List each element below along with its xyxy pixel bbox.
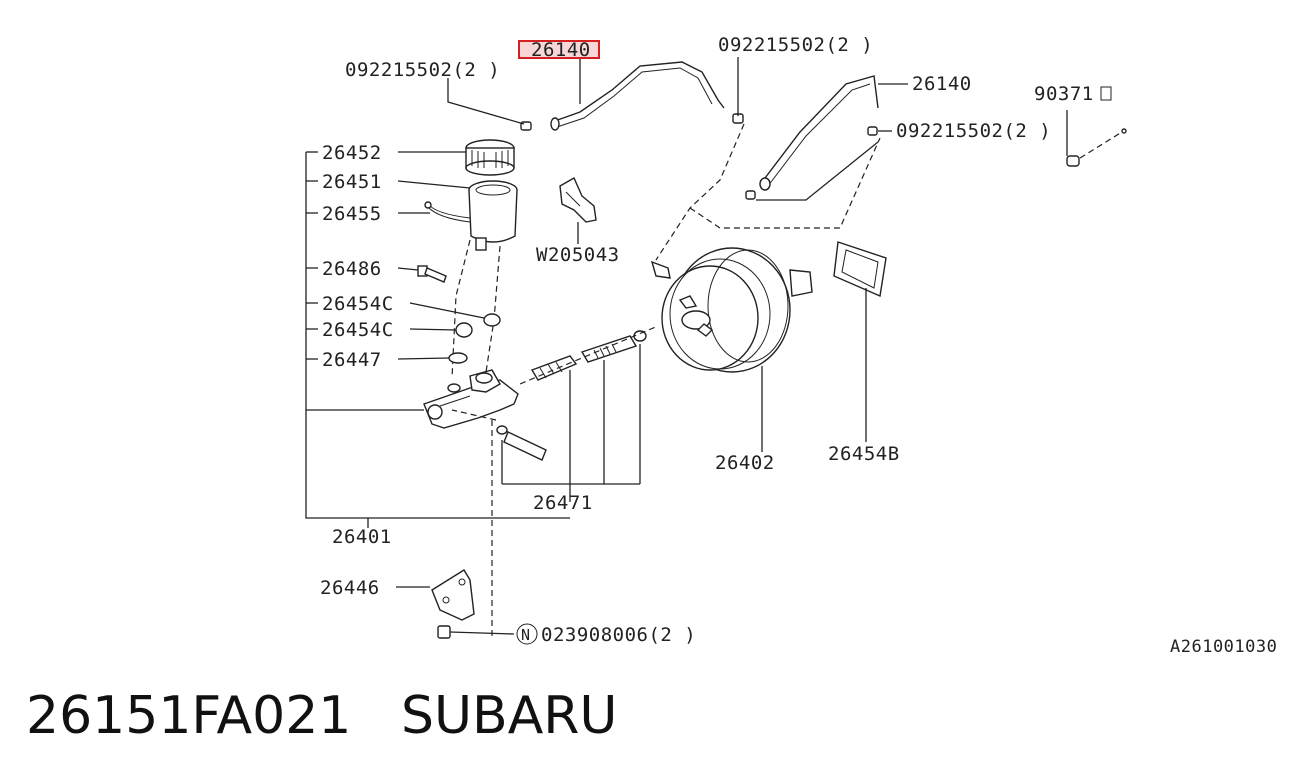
grommet-icon[interactable] xyxy=(455,313,501,338)
nut-icon[interactable] xyxy=(437,625,451,639)
master-cylinder-icon[interactable] xyxy=(423,369,519,429)
highlight-box xyxy=(518,40,600,59)
label-26140-highlight[interactable]: 26140 xyxy=(531,39,591,61)
bolt-icon[interactable] xyxy=(417,265,447,283)
label-023908006[interactable]: 023908006(2 ) xyxy=(541,624,696,646)
part-number: 26151FA021 xyxy=(26,686,352,746)
label-26446[interactable]: 26446 xyxy=(320,577,380,599)
label-26454c-1[interactable]: 26454C xyxy=(322,293,394,315)
reservoir-tank-icon[interactable] xyxy=(468,180,518,251)
label-26455[interactable]: 26455 xyxy=(322,203,382,225)
label-26454b[interactable]: 26454B xyxy=(828,443,900,465)
label-w205043[interactable]: W205043 xyxy=(536,244,620,266)
label-check-valve-box xyxy=(1100,86,1112,101)
label-26451[interactable]: 26451 xyxy=(322,171,382,193)
part-caption: 26151FA021 SUBARU xyxy=(26,686,618,746)
label-clip-right[interactable]: 092215502(2 ) xyxy=(896,120,1051,142)
label-26454c-2[interactable]: 26454C xyxy=(322,319,394,341)
o-ring-icon[interactable] xyxy=(448,352,468,364)
label-26471[interactable]: 26471 xyxy=(533,492,593,514)
label-check-valve[interactable]: 90371 xyxy=(1034,83,1094,105)
label-26401[interactable]: 26401 xyxy=(332,526,392,548)
caption-gap xyxy=(351,686,401,746)
brake-booster-icon[interactable] xyxy=(650,247,813,373)
reservoir-cap-icon[interactable] xyxy=(465,139,515,176)
vacuum-hose-right[interactable] xyxy=(759,75,879,191)
check-valve-icon[interactable] xyxy=(1066,128,1127,167)
gasket-icon[interactable] xyxy=(833,241,887,298)
drawing-code: A261001030 xyxy=(1170,637,1277,657)
nut-marker-letter: N xyxy=(521,626,531,644)
label-26402[interactable]: 26402 xyxy=(715,452,775,474)
mounting-bracket-icon[interactable] xyxy=(431,569,475,621)
label-26140-right[interactable]: 26140 xyxy=(912,73,972,95)
vacuum-hose-left[interactable] xyxy=(550,61,725,131)
bracket-clamp-icon[interactable] xyxy=(559,177,597,223)
label-clip-top-left[interactable]: 092215502(2 ) xyxy=(345,59,500,81)
label-clip-top-mid[interactable]: 092215502(2 ) xyxy=(718,34,873,56)
brand-name: SUBARU xyxy=(400,686,618,746)
label-26447[interactable]: 26447 xyxy=(322,349,382,371)
piston-bolt-icon[interactable] xyxy=(496,425,547,461)
label-26452[interactable]: 26452 xyxy=(322,142,382,164)
label-26486[interactable]: 26486 xyxy=(322,258,382,280)
nut-marker-circle xyxy=(516,623,538,645)
level-sensor-icon[interactable] xyxy=(424,201,471,223)
